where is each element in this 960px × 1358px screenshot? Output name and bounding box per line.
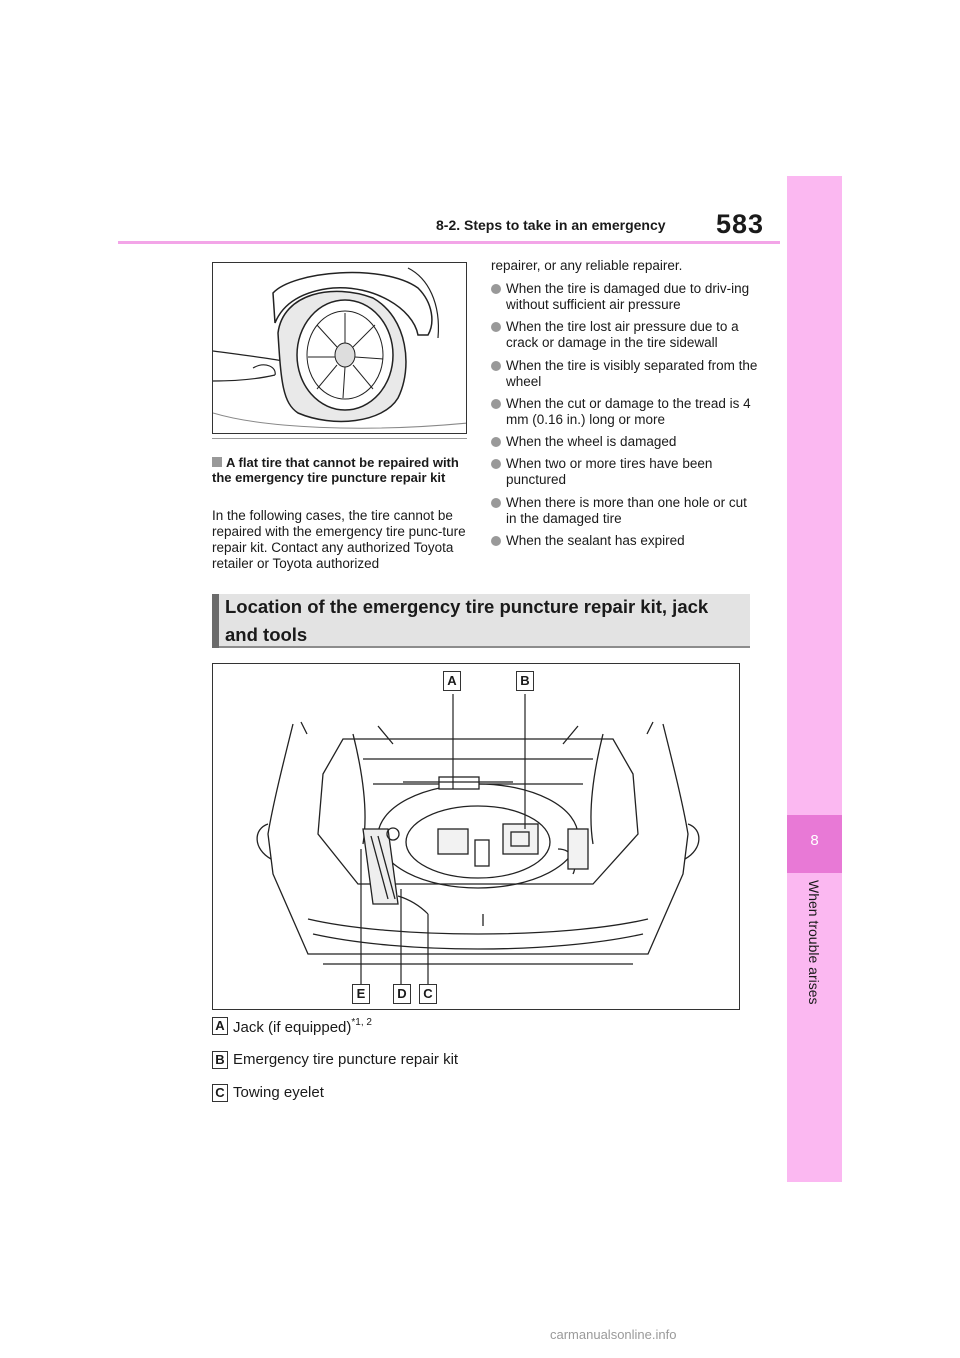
legend-letter: B: [212, 1051, 228, 1069]
watermark: carmanualsonline.info: [550, 1327, 677, 1342]
chapter-side-tab: [787, 176, 842, 1182]
subsection-heading: A flat tire that cannot be repaired with…: [212, 455, 472, 485]
bullet-text: When the tire is damaged due to driv-ing…: [506, 281, 750, 312]
section-banner-bar: [212, 594, 219, 648]
list-item: When the tire lost air pressure due to a…: [491, 319, 761, 351]
section-title: 8-2. Steps to take in an emergency: [436, 217, 666, 233]
bullet-icon: [491, 437, 501, 448]
callout-d: D: [393, 984, 411, 1004]
chapter-number: 8: [810, 832, 819, 849]
flat-tire-illustration: [212, 262, 467, 434]
header-rule: [118, 241, 780, 244]
bullet-text: When two or more tires have been punctur…: [506, 456, 713, 488]
list-item: When the sealant has expired: [491, 533, 761, 549]
list-item: When the tire is damaged due to driv-ing…: [491, 281, 761, 313]
subsection-heading-text: A flat tire that cannot be repaired with…: [212, 455, 459, 485]
footnote-marker: *1, 2: [351, 1017, 372, 1028]
legend-text: Emergency tire puncture repair kit: [233, 1051, 458, 1068]
continued-text: repairer, or any reliable repairer.: [491, 258, 683, 273]
legend-label: Emergency tire puncture repair kit: [233, 1051, 459, 1068]
section-banner-title: Location of the emergency tire puncture …: [225, 596, 709, 645]
legend-text: Towing eyelet: [233, 1084, 324, 1101]
bullet-text: When the tire lost air pressure due to a…: [506, 319, 739, 351]
legend-item-a: A Jack (if equipped)*1, 2: [212, 1017, 732, 1039]
callout-c: C: [419, 984, 437, 1004]
bullet-icon: [491, 322, 501, 333]
bullet-text: When the wheel is damaged: [506, 434, 677, 450]
trunk-tools-illustration: A B E D C: [212, 663, 740, 1010]
page-number: 583: [716, 209, 765, 239]
bullet-icon: [491, 284, 501, 294]
list-item: When the cut or damage to the tread is 4…: [491, 396, 761, 428]
bullet-text: When there is more than one hole or cut …: [506, 494, 747, 526]
bullet-icon: [491, 497, 501, 508]
chapter-label: When trouble arises: [806, 880, 822, 1005]
bullet-list: When the tire is damaged due to driv-ing…: [491, 281, 761, 555]
bullet-text: When the cut or damage to the tread is 4…: [506, 395, 751, 427]
bullet-icon: [491, 536, 501, 547]
list-item: When two or more tires have been punctur…: [491, 456, 761, 488]
bullet-icon: [491, 459, 501, 470]
callout-e: E: [352, 984, 370, 1004]
list-item: When there is more than one hole or cut …: [491, 495, 761, 527]
legend-item-b: B Emergency tire puncture repair kit: [212, 1051, 732, 1073]
legend-item-c: C Towing eyelet: [212, 1084, 732, 1106]
bullet-text: When the tire is visibly separated from …: [506, 357, 758, 389]
legend-letter: C: [212, 1084, 228, 1102]
bullet-icon: [491, 398, 501, 409]
figure-divider: [212, 438, 467, 439]
bullet-text: When the sealant has expired: [506, 533, 685, 549]
section-banner: [212, 594, 750, 648]
heading-square-icon: [212, 457, 222, 467]
legend-letter: A: [212, 1017, 228, 1035]
list-item: When the wheel is damaged: [491, 434, 761, 450]
callout-a: A: [443, 671, 461, 691]
subsection-body: In the following cases, the tire cannot …: [212, 508, 466, 571]
legend-label: Towing eyelet: [233, 1084, 324, 1101]
legend-text: Jack (if equipped)*1, 2: [233, 1017, 372, 1036]
chapter-number-box: [787, 815, 842, 873]
callout-b: B: [516, 671, 534, 691]
list-item: When the tire is visibly separated from …: [491, 358, 761, 390]
legend-label: Jack (if equipped): [233, 1019, 352, 1036]
bullet-icon: [491, 360, 501, 371]
